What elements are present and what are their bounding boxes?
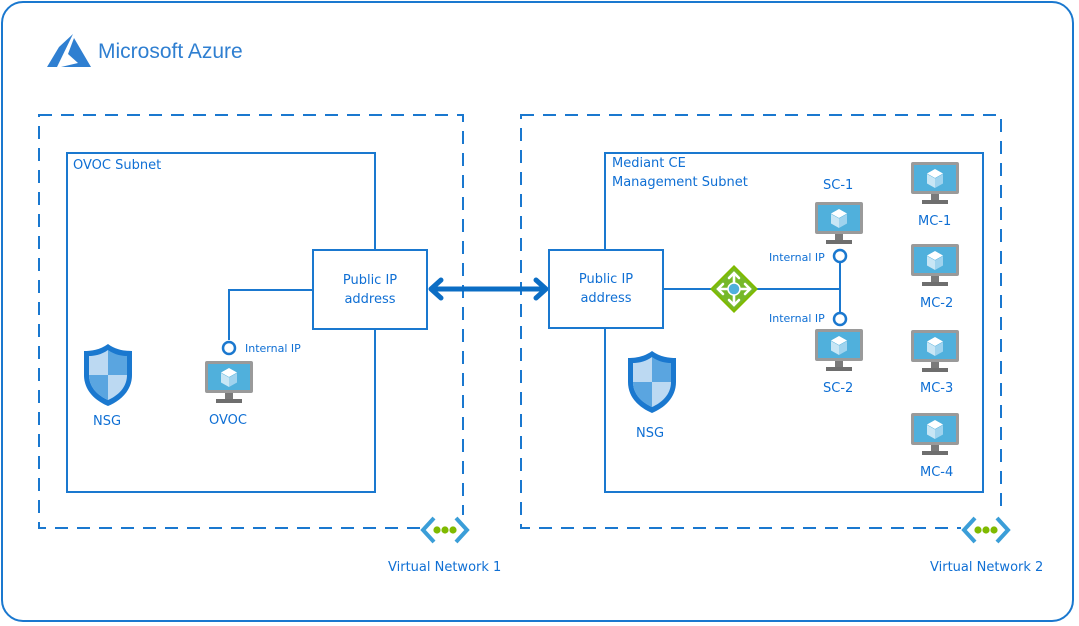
- vnet2-label: Virtual Network 2: [930, 560, 1044, 575]
- nsg-shield-icon-left[interactable]: [82, 343, 134, 407]
- mc2-label: MC-2: [920, 296, 954, 311]
- public-ip-box-right[interactable]: Public IP address: [548, 249, 664, 329]
- bidirectional-arrow-icon: [428, 277, 549, 301]
- mc1-label: MC-1: [918, 214, 952, 229]
- public-ip-right-line1: Public IP: [578, 272, 634, 287]
- public-ip-box-left[interactable]: Public IP address: [312, 249, 428, 330]
- load-balancer-icon[interactable]: [709, 264, 759, 314]
- sc1-ip-port: [832, 248, 848, 264]
- brand-name: Microsoft Azure: [98, 40, 243, 63]
- nsg-label-right: NSG: [636, 426, 665, 441]
- mediant-subnet-label-2: Management Subnet: [612, 175, 748, 190]
- ovoc-ip-port: [221, 340, 237, 356]
- sc1-internal-ip-label: Internal IP: [769, 251, 825, 264]
- sc2-ip-port: [832, 311, 848, 327]
- mc3-label: MC-3: [920, 381, 954, 396]
- sc2-internal-ip-label: Internal IP: [769, 312, 825, 325]
- ovoc-subnet-label: OVOC Subnet: [73, 158, 162, 173]
- nsg-label-left: NSG: [93, 414, 122, 429]
- vnet2-icon[interactable]: [961, 515, 1011, 545]
- vnet2-boundary: [520, 114, 1002, 529]
- ovoc-link: [228, 289, 314, 340]
- sc2-vm-icon[interactable]: [814, 328, 864, 372]
- mc4-vm-icon[interactable]: [910, 412, 960, 456]
- public-ip-left-line1: Public IP: [342, 272, 398, 288]
- mc3-vm-icon[interactable]: [910, 329, 960, 373]
- azure-logo-icon: [47, 34, 91, 67]
- ovoc-vm-label: OVOC: [209, 413, 247, 428]
- public-ip-left-line2: address: [344, 291, 396, 307]
- ovoc-vm-icon[interactable]: [204, 360, 254, 404]
- nsg-shield-icon-right[interactable]: [626, 350, 678, 414]
- mediant-subnet-label-1: Mediant CE: [612, 156, 686, 171]
- mc2-vm-icon[interactable]: [910, 243, 960, 287]
- mc4-label: MC-4: [920, 465, 954, 480]
- ovoc-internal-ip-label: Internal IP: [245, 342, 301, 355]
- mc1-vm-icon[interactable]: [910, 161, 960, 205]
- sc1-vm-icon[interactable]: [814, 201, 864, 245]
- public-ip-right-line2: address: [580, 291, 632, 306]
- sc2-label: SC-2: [823, 381, 854, 396]
- vnet1-label: Virtual Network 1: [388, 560, 502, 575]
- sc1-label: SC-1: [823, 178, 854, 193]
- vnet1-icon[interactable]: [420, 515, 470, 545]
